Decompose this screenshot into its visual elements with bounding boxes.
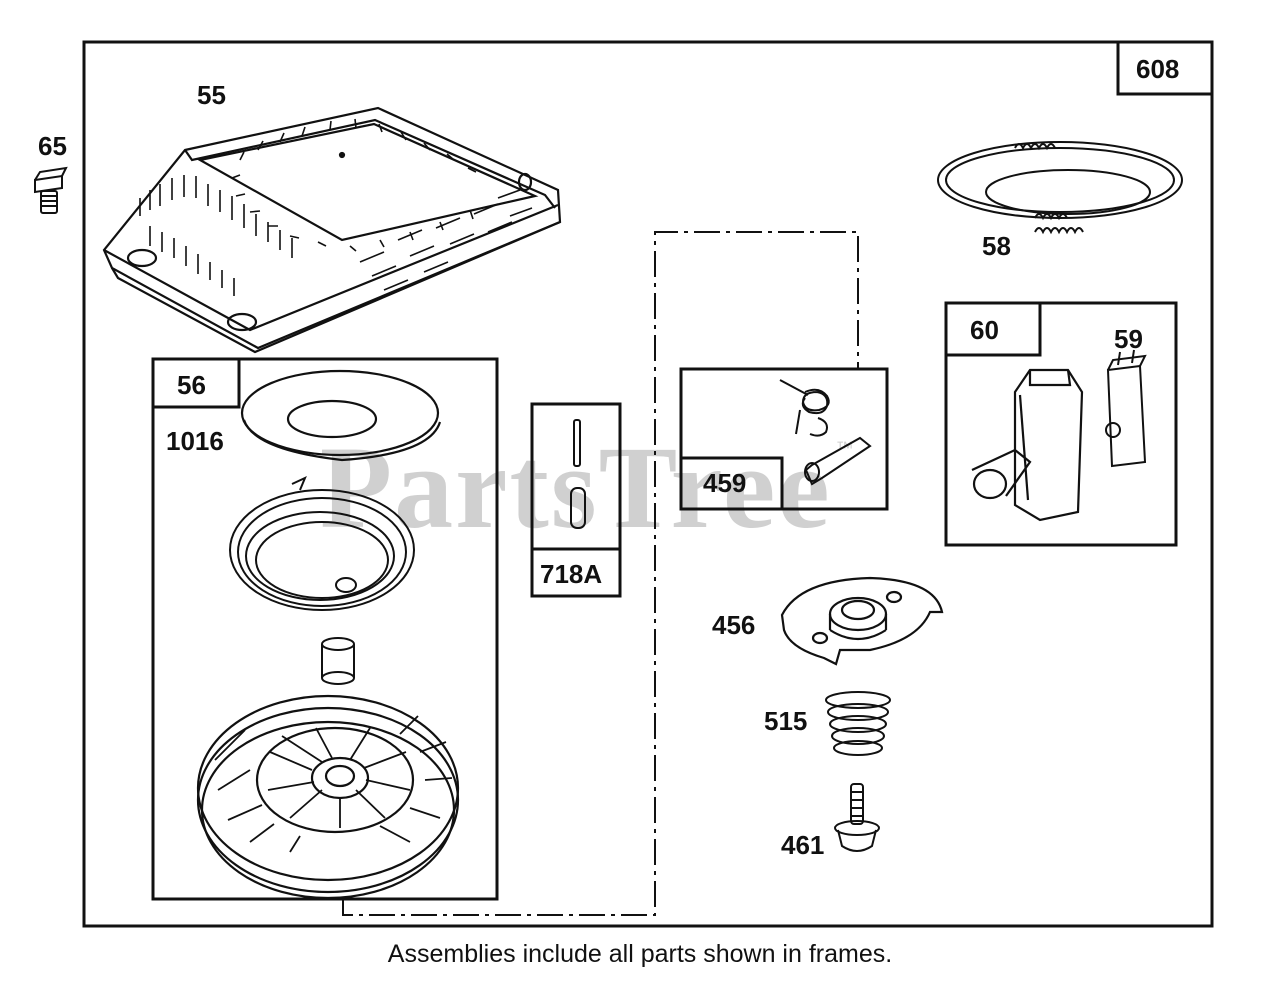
part-515-label: 515: [764, 706, 808, 736]
retainer-icon: [780, 576, 944, 666]
washer-icon: [240, 369, 442, 462]
compression-spring-icon: [825, 691, 891, 756]
frame-60: [944, 301, 1178, 547]
frame-60-label-box: [944, 301, 1042, 357]
frame-56-label-box: [151, 357, 241, 409]
part-58-label: 58: [982, 231, 1011, 261]
dowel-icon: [321, 637, 355, 685]
part-461-label: 461: [781, 830, 825, 860]
part-59-label: 59: [1114, 324, 1143, 354]
frame-459-label-box: [679, 456, 784, 511]
frame-718a: [530, 402, 622, 598]
starter-handle-icon: [971, 368, 1084, 522]
part-65-label: 65: [38, 131, 67, 161]
rope-icon: [937, 141, 1183, 235]
frame-608-label-box: [1116, 40, 1214, 96]
part-1016-label: 1016: [166, 426, 224, 456]
spring-pawl-icon: [779, 379, 872, 486]
part-456-label: 456: [712, 610, 756, 640]
pin-icon: [570, 419, 586, 529]
frame-718a-label: 718A: [540, 559, 603, 589]
frame-56-label: 56: [177, 370, 206, 400]
bolt-icon: [34, 166, 68, 214]
frame-608-label: 608: [1136, 54, 1180, 84]
frame-459: [679, 367, 889, 511]
pulley-icon: [196, 694, 460, 900]
leader-line-frame-56: [342, 231, 859, 916]
screw-icon: [834, 783, 880, 852]
recoil-spring-icon: [229, 476, 415, 611]
handle-insert-icon: [1105, 349, 1147, 468]
frame-60-label: 60: [970, 315, 999, 345]
blower-housing-icon: [102, 106, 562, 354]
frame-459-label: 459: [703, 468, 747, 498]
frame-608: [82, 40, 1214, 928]
diagram-caption: Assemblies include all parts shown in fr…: [387, 940, 893, 968]
part-55-label: 55: [197, 80, 226, 110]
